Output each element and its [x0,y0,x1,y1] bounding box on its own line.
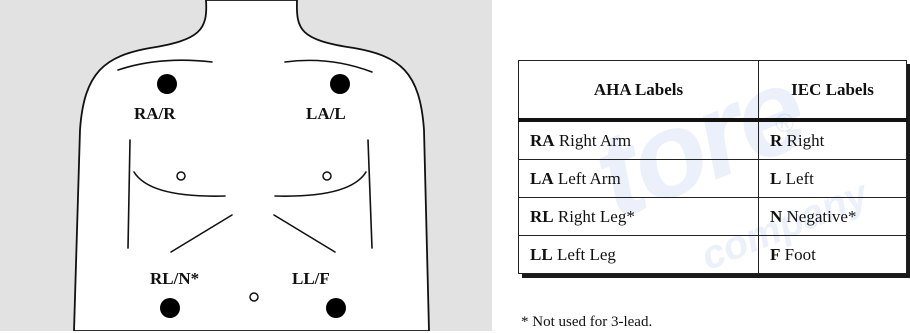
iec-meaning: Negative* [787,207,857,226]
rl-electrode-dot [160,298,180,318]
iec-cell: F Foot [759,236,907,274]
iec-code: L [770,169,781,188]
table-row: RL Right Leg* N Negative* [519,198,907,236]
footnote: * Not used for 3-lead. [521,313,652,331]
aha-code: LA [530,169,554,188]
aha-cell: LL Left Leg [519,236,759,274]
electrode-label-table: AHA Labels IEC Labels RA Right Arm R Rig… [518,60,907,274]
iec-labels-header: IEC Labels [759,61,907,121]
table-row: LA Left Arm L Left [519,160,907,198]
table-row: RA Right Arm R Right [519,120,907,160]
iec-meaning: Foot [785,245,816,264]
ra-electrode-dot [157,74,177,94]
iec-cell: R Right [759,120,907,160]
torso-diagram: RA/R LA/L RL/N* LL/F [0,0,492,331]
aha-cell: RA Right Arm [519,120,759,160]
aha-meaning: Right Arm [559,131,631,150]
aha-cell: LA Left Arm [519,160,759,198]
aha-code: RL [530,207,554,226]
aha-meaning: Left Arm [558,169,621,188]
aha-code: LL [530,245,553,264]
ll-electrode-dot [326,298,346,318]
iec-code: N [770,207,782,226]
la-electrode-label: LA/L [306,104,346,124]
left-chest-marker [323,172,331,180]
ll-electrode-label: LL/F [292,269,330,289]
table-row: LL Left Leg F Foot [519,236,907,274]
la-electrode-dot [330,74,350,94]
iec-code: F [770,245,780,264]
aha-labels-header: AHA Labels [519,61,759,121]
aha-code: RA [530,131,555,150]
rl-electrode-label: RL/N* [150,269,199,289]
iec-meaning: Left [786,169,814,188]
iec-cell: L Left [759,160,907,198]
iec-code: R [770,131,782,150]
torso-body [74,0,429,331]
ra-electrode-label: RA/R [134,104,176,124]
right-chest-marker [177,172,185,180]
abdomen-marker [250,293,258,301]
aha-meaning: Left Leg [557,245,616,264]
table-header-row: AHA Labels IEC Labels [519,61,907,121]
iec-meaning: Right [787,131,825,150]
torso-outline [0,0,492,331]
aha-cell: RL Right Leg* [519,198,759,236]
aha-meaning: Right Leg* [558,207,635,226]
iec-cell: N Negative* [759,198,907,236]
